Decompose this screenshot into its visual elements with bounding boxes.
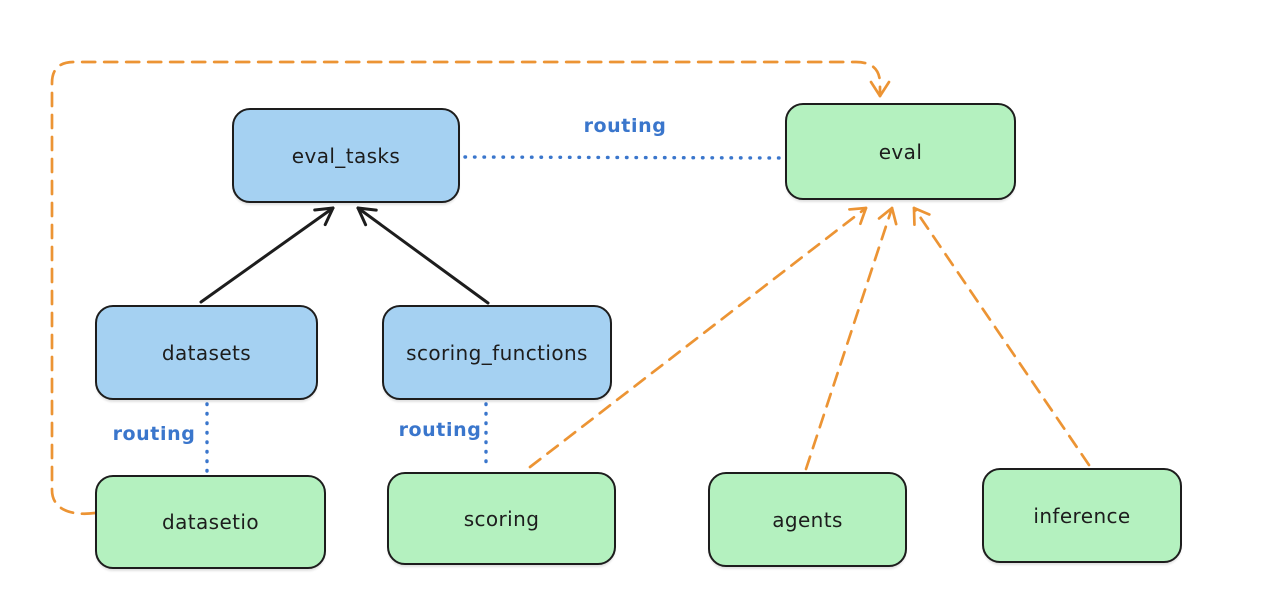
node-agents: agents xyxy=(708,472,907,567)
node-datasets: datasets xyxy=(95,305,318,400)
node-eval: eval xyxy=(785,103,1016,200)
edge-label-routing-scoring-functions-scoring: routing xyxy=(398,419,482,441)
node-eval-tasks: eval_tasks xyxy=(232,108,460,203)
edge-inference-to-eval xyxy=(912,206,1091,467)
edge-label-routing-eval-tasks-eval: routing xyxy=(583,115,667,137)
node-scoring: scoring xyxy=(387,472,616,565)
edge-datasetio-to-eval xyxy=(50,60,891,516)
edge-label-routing-datasets-datasetio: routing xyxy=(112,423,196,445)
node-scoring-functions: scoring_functions xyxy=(382,305,612,400)
edge-routing-eval-tasks-to-eval xyxy=(463,155,785,160)
node-inference: inference xyxy=(982,468,1182,563)
edge-datasets-to-eval-tasks xyxy=(199,206,335,304)
edge-agents-to-eval xyxy=(804,206,898,471)
node-datasetio: datasetio xyxy=(95,475,326,569)
edge-scoring-functions-to-eval-tasks xyxy=(356,206,490,305)
